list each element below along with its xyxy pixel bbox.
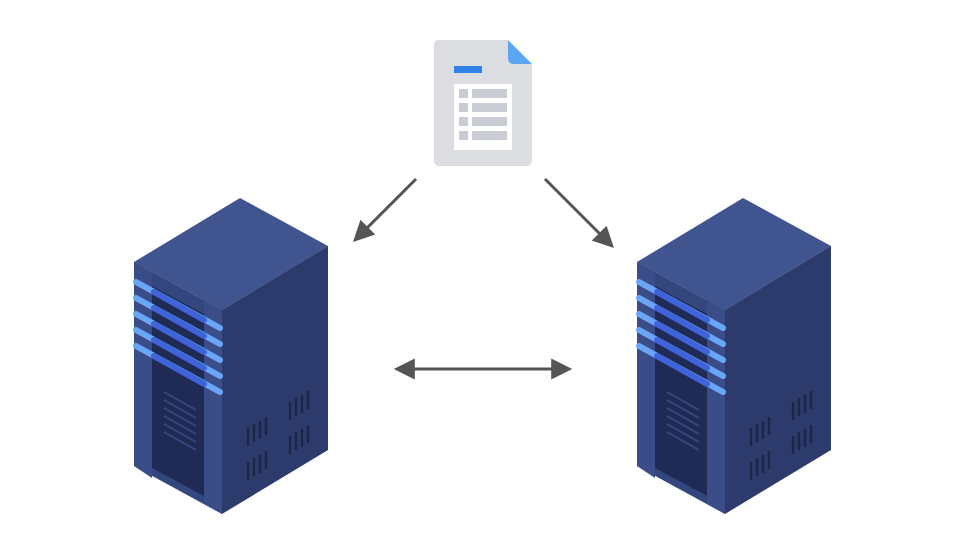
document-fold [508,40,532,64]
arrow-doc-to-left-server [353,177,418,242]
document-table-cells [459,89,507,140]
arrow-doc-to-right-server [543,177,614,248]
spreadsheet-icon [434,40,532,166]
server-right-icon [637,198,831,514]
server-left-icon [134,198,328,514]
document-title-bar [454,66,482,73]
